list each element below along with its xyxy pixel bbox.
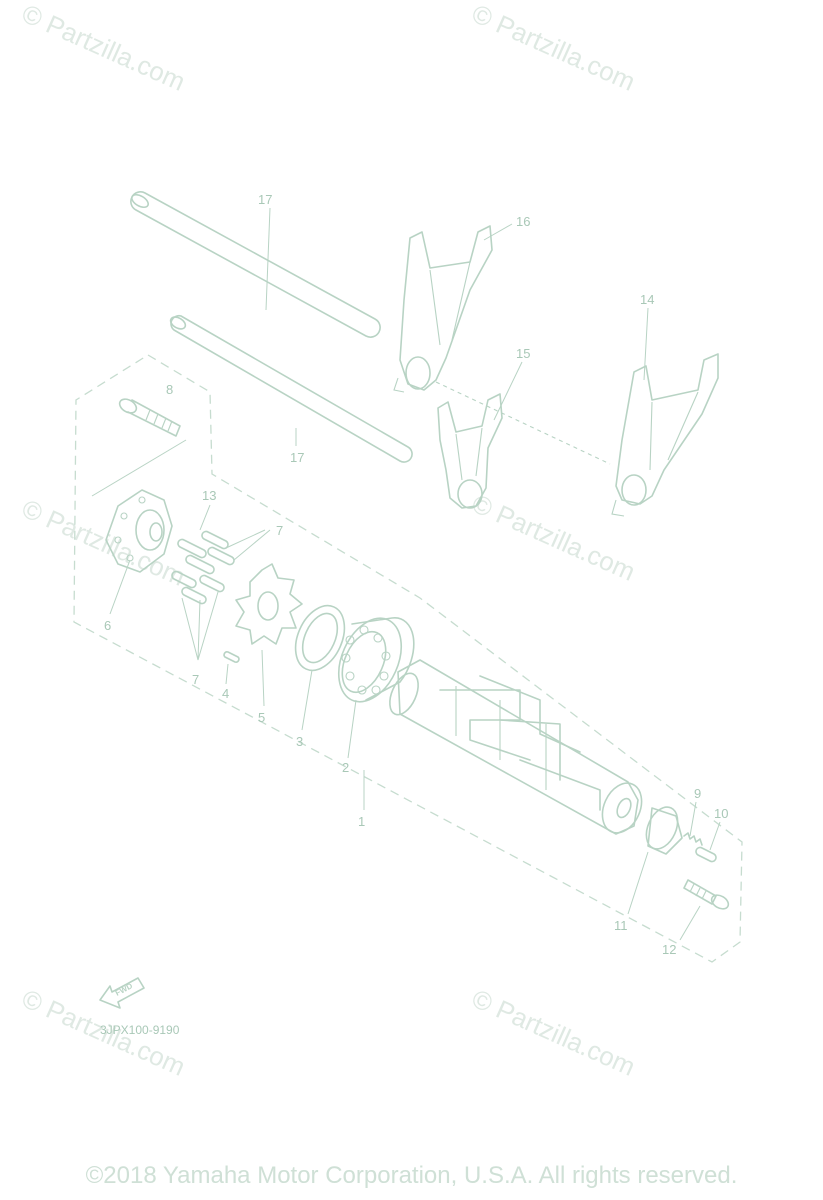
watermark-1: © Partzilla.com — [18, 0, 190, 97]
bolt-8-leader — [91, 439, 187, 497]
bolt-12 — [683, 879, 730, 910]
callout-7-upper: 7 — [276, 523, 283, 538]
callout-2: 2 — [342, 760, 349, 775]
pin-13 — [177, 538, 207, 559]
shift-fork-shaft-upper — [130, 191, 381, 338]
shift-drum-1 — [389, 659, 643, 835]
assembly-boundary — [73, 354, 743, 963]
pins-group — [171, 530, 240, 663]
watermark-6: © Partzilla.com — [468, 983, 640, 1082]
callout-10: 10 — [714, 806, 728, 821]
segment-6 — [105, 489, 173, 573]
spring-9 — [683, 832, 703, 846]
bolt-8 — [118, 398, 181, 437]
diagram-code: 3JPX100-9190 — [100, 1023, 180, 1037]
fwd-arrow-icon: FWD — [99, 977, 145, 1009]
pin-4 — [223, 651, 240, 663]
shift-fork-16 — [393, 225, 493, 393]
shift-fork-15 — [437, 393, 503, 509]
watermarks: © Partzilla.com © Partzilla.com © Partzi… — [18, 0, 640, 1082]
callout-17-lower: 17 — [290, 450, 304, 465]
callout-14: 14 — [640, 292, 654, 307]
callout-5: 5 — [258, 710, 265, 725]
copyright-notice: ©2018 Yamaha Motor Corporation, U.S.A. A… — [85, 1162, 738, 1189]
callout-13: 13 — [202, 488, 216, 503]
bearing-2 — [337, 617, 415, 703]
callout-3: 3 — [296, 734, 303, 749]
watermark-3: © Partzilla.com — [18, 493, 190, 592]
shift-fork-shaft-lower — [169, 314, 413, 463]
plate-11 — [645, 806, 683, 855]
callout-17-upper: 17 — [258, 192, 272, 207]
callout-15: 15 — [516, 346, 530, 361]
pin-10 — [695, 846, 717, 863]
watermark-2: © Partzilla.com — [468, 0, 640, 97]
fork-alignment-line — [435, 381, 611, 465]
washer-3 — [294, 604, 346, 672]
shift-fork-14 — [611, 353, 719, 517]
callout-7-lower: 7 — [192, 672, 199, 687]
callout-9: 9 — [694, 786, 701, 801]
watermark-4: © Partzilla.com — [468, 488, 640, 587]
callout-16: 16 — [516, 214, 530, 229]
callout-11: 11 — [614, 918, 628, 933]
callout-12: 12 — [662, 942, 676, 957]
shift-drum-segment-5 — [235, 563, 303, 645]
callout-numbers: 17 17 16 14 15 8 13 7 6 7 4 5 3 2 1 9 10… — [104, 192, 728, 957]
callout-6: 6 — [104, 618, 111, 633]
leader-lines — [109, 207, 721, 941]
callout-8: 8 — [166, 382, 173, 397]
callout-1: 1 — [358, 814, 365, 829]
pin-leaders — [181, 504, 271, 661]
callout-4: 4 — [222, 686, 229, 701]
